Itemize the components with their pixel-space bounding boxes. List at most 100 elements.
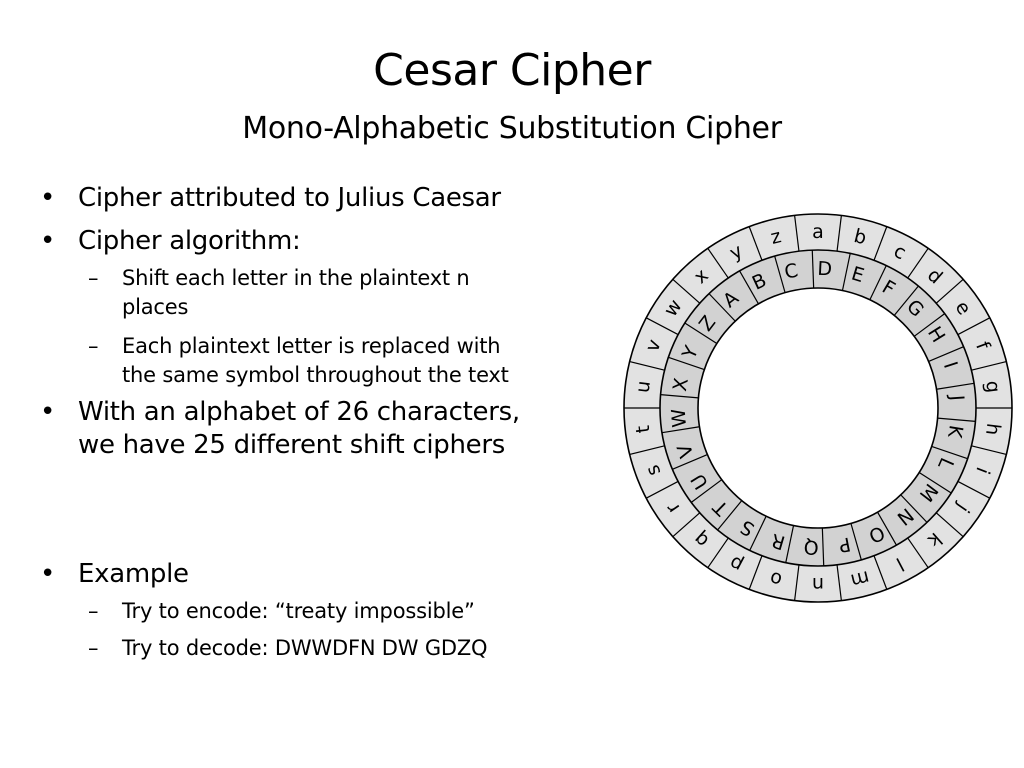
inner-cell-divider <box>690 479 723 503</box>
inner-letter: C <box>783 260 800 284</box>
bullet-alphabet: • With an alphabet of 26 characters, we … <box>36 396 616 462</box>
sub-bullet-line: Shift each letter in the plaintext n <box>122 266 470 290</box>
outer-cell-divider <box>794 564 800 601</box>
outer-cell-divider <box>957 480 991 499</box>
outer-cell-divider <box>971 445 1007 456</box>
outer-letter: n <box>812 573 824 595</box>
outer-cell-divider <box>629 360 665 371</box>
bullet-marker: • <box>40 226 56 256</box>
inner-cell-divider <box>785 525 795 563</box>
inner-letter: D <box>817 258 833 281</box>
inner-cell-divider <box>869 265 887 301</box>
dash-marker: – <box>88 599 99 623</box>
inner-cell-divider <box>928 346 964 362</box>
wheel-dividers <box>624 215 1012 601</box>
inner-cell-divider <box>850 523 862 561</box>
inner-cell-divider <box>821 527 825 566</box>
sub-bullet-line: the same symbol throughout the text <box>122 363 509 387</box>
outer-letter: g <box>981 379 1004 394</box>
inner-cell-divider <box>913 313 946 337</box>
inner-cell-divider <box>931 445 968 460</box>
inner-cell-divider <box>739 270 759 305</box>
sub-bullet-encode: – Try to encode: “treaty impossible” <box>36 597 616 626</box>
outer-cell-divider <box>707 537 729 568</box>
inner-cell-divider <box>672 454 708 470</box>
bullet-marker: • <box>40 183 56 213</box>
inner-cell-divider <box>841 253 851 291</box>
outer-cell-divider <box>645 480 679 499</box>
inner-letter: V <box>673 441 698 460</box>
outer-cell-divider <box>672 512 701 538</box>
sub-bullet-shift: – Shift each letter in the plaintext n p… <box>36 264 616 322</box>
inner-cell-divider <box>811 250 815 289</box>
inner-letter: X <box>669 376 693 393</box>
outer-cell-divider <box>971 360 1007 371</box>
sub-bullet-line: Each plaintext letter is replaced with <box>122 334 501 358</box>
inner-cell-divider <box>918 472 952 494</box>
outer-cell-divider <box>672 278 701 304</box>
bullet-list: • Cipher attributed to Julius Caesar • C… <box>36 182 616 663</box>
dash-marker: – <box>88 334 99 358</box>
slide-subtitle: Mono-Alphabetic Substitution Cipher <box>242 111 782 146</box>
outer-cell-divider <box>836 564 842 601</box>
outer-cell-divider <box>907 537 929 568</box>
inner-cell-divider <box>660 394 699 399</box>
outer-cell-divider <box>935 278 964 304</box>
slide-title: Cesar Cipher <box>373 45 651 96</box>
dash-marker: – <box>88 266 99 290</box>
inner-letter: E <box>849 263 867 288</box>
outer-cell-divider <box>907 248 929 279</box>
outer-letter: a <box>812 221 824 243</box>
bullet-text: Cipher algorithm: <box>78 226 301 256</box>
outer-cell-divider <box>794 215 800 252</box>
sub-bullet-replaced: – Each plaintext letter is replaced with… <box>36 332 616 390</box>
outer-letter: t <box>632 424 655 434</box>
inner-letter: Q <box>803 535 819 558</box>
bullet-cipher-algorithm: • Cipher algorithm: <box>36 225 616 258</box>
outer-letter: u <box>632 379 655 394</box>
bullet-text: Cipher attributed to Julius Caesar <box>78 183 501 213</box>
bullet-marker: • <box>40 397 56 427</box>
inner-cell-divider <box>877 511 897 546</box>
inner-cell-divider <box>708 293 736 322</box>
inner-cell-divider <box>749 515 767 551</box>
inner-letter: P <box>837 533 852 557</box>
outer-cell-divider <box>748 555 763 590</box>
outer-letter: o <box>768 567 785 591</box>
outer-letter: h <box>981 422 1004 437</box>
outer-cell-divider <box>836 215 842 252</box>
bullet-marker: • <box>40 559 56 589</box>
sub-bullet-line: Try to encode: “treaty impossible” <box>122 599 475 623</box>
sub-bullet-decode: – Try to decode: DWWDFN DW GDZQ <box>36 634 616 663</box>
inner-cell-divider <box>937 417 976 422</box>
inner-cell-divider <box>661 426 700 434</box>
inner-letter: J <box>945 393 967 401</box>
inner-cell-divider <box>893 285 919 316</box>
bullet-example: • Example <box>36 558 616 591</box>
sub-bullet-line: places <box>122 295 189 319</box>
outer-cell-divider <box>629 445 665 456</box>
bullet-text: Example <box>78 559 189 589</box>
inner-letter: K <box>943 423 967 440</box>
inner-cell-divider <box>668 356 705 371</box>
outer-cell-divider <box>873 226 888 261</box>
inner-cell-divider <box>936 382 975 390</box>
outer-letter: m <box>848 566 871 592</box>
outer-cell-divider <box>873 555 888 590</box>
outer-letter: b <box>852 225 869 249</box>
sub-bullet-line: Try to decode: DWWDFN DW GDZQ <box>122 636 488 660</box>
outer-cell-divider <box>748 226 763 261</box>
inner-letter: R <box>769 529 788 554</box>
inner-letter: W <box>668 408 691 429</box>
inner-cell-divider <box>684 322 718 344</box>
outer-cell-divider <box>645 317 679 336</box>
bullet-julius-caesar: • Cipher attributed to Julius Caesar <box>36 182 616 215</box>
outer-cell-divider <box>707 248 729 279</box>
bullet-text: we have 25 different shift ciphers <box>78 430 505 460</box>
outer-cell-divider <box>935 512 964 538</box>
bullet-text: With an alphabet of 26 characters, <box>78 397 520 427</box>
wheel-center-hole <box>697 287 939 529</box>
outer-cell-divider <box>957 317 991 336</box>
dash-marker: – <box>88 636 99 660</box>
